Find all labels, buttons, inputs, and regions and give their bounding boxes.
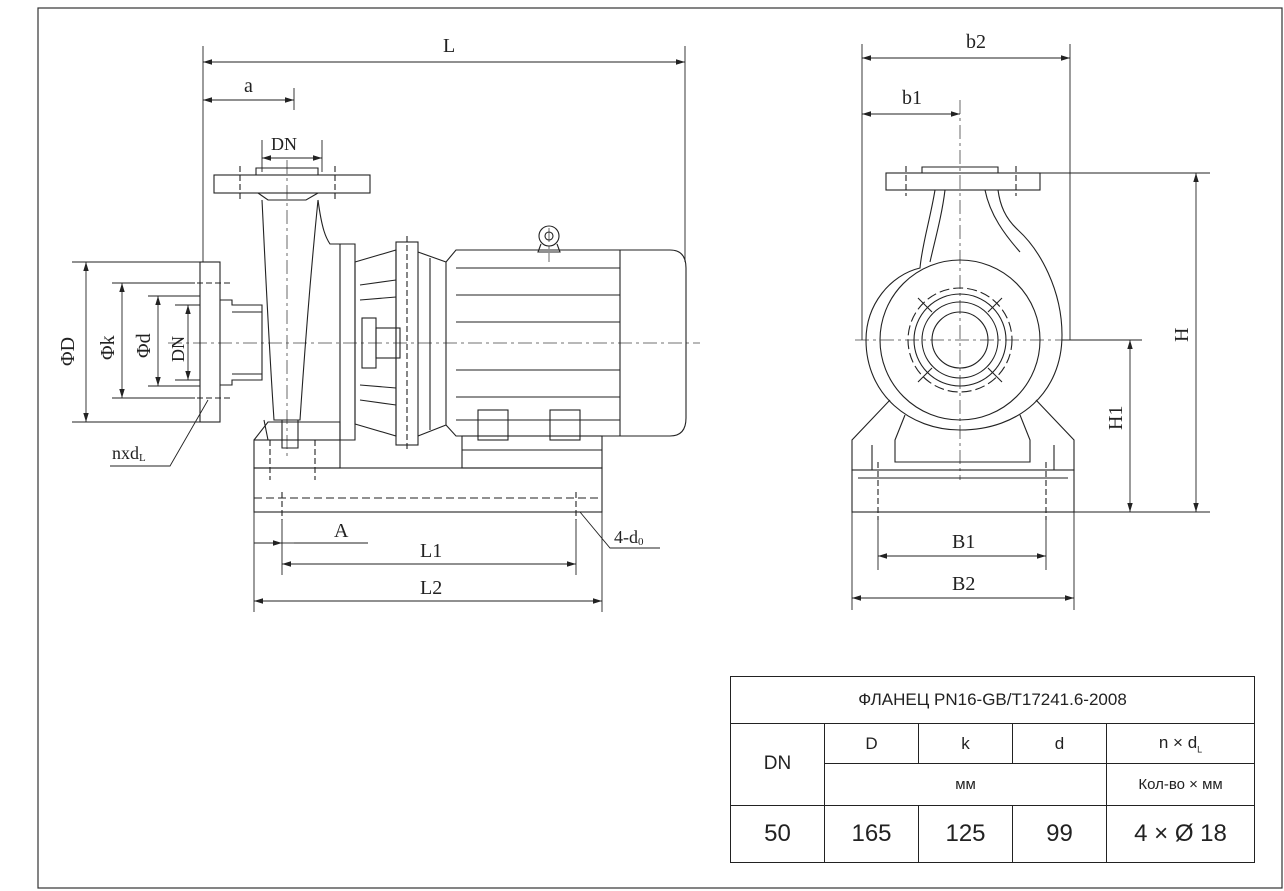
value-k: 125 <box>918 804 1013 864</box>
unit-count: Кол-во × мм <box>1105 763 1256 806</box>
motor-feet <box>461 409 603 469</box>
value-dn: 50 <box>730 804 825 864</box>
front-dimensions <box>851 44 1210 610</box>
dim-DN-top: DN <box>271 134 297 154</box>
pump-foot <box>253 421 341 480</box>
dim-b1: b1 <box>902 87 922 109</box>
dim-nxdL: nxdL <box>112 443 146 464</box>
dim-B1: B1 <box>952 531 975 553</box>
header-k: k <box>918 723 1013 765</box>
dim-phi-k: Φk <box>97 335 119 360</box>
front-stand <box>851 399 1075 520</box>
volute-casing <box>261 199 356 449</box>
side-dimensions <box>72 46 686 612</box>
value-d: 99 <box>1012 804 1107 864</box>
table-header-row: DN D k d n × dL <box>730 723 1256 806</box>
value-n: 4 × Ø 18 <box>1105 804 1256 864</box>
dim-H1: H1 <box>1105 406 1127 430</box>
header-dn: DN <box>730 723 825 806</box>
base-plate <box>253 467 603 520</box>
dim-B2: B2 <box>952 573 975 595</box>
front-volute <box>865 189 1063 431</box>
drawing-border <box>37 7 1283 889</box>
motor-flange <box>395 236 447 452</box>
table-row: 50 165 125 99 4 × Ø 18 <box>730 804 1256 864</box>
table-unit-row: мм Кол-во × мм <box>731 763 1256 806</box>
dim-phi-D: ΦD <box>57 337 79 366</box>
value-D: 165 <box>824 804 919 864</box>
dim-phi-d: Φd <box>133 333 155 358</box>
discharge-flange <box>213 166 371 201</box>
side-view <box>168 160 700 520</box>
front-discharge-flange <box>885 166 1041 196</box>
header-D: D <box>824 723 919 765</box>
dim-L: L <box>443 35 455 57</box>
bearing-bracket <box>354 249 401 437</box>
flange-spec-table: ФЛАНЕЦ PN16-GB/T17241.6-2008 DN D k d n … <box>729 675 1256 864</box>
dim-a: a <box>244 75 253 97</box>
side-centerlines <box>168 160 700 460</box>
table-title-row: ФЛАНЕЦ PN16-GB/T17241.6-2008 <box>729 675 1256 725</box>
dim-DN-side: DN <box>168 336 188 362</box>
front-view <box>851 100 1140 520</box>
dim-A: A <box>334 520 349 542</box>
motor-body <box>445 249 687 437</box>
dim-L1: L1 <box>420 540 442 562</box>
table-title: ФЛАНЕЦ PN16-GB/T17241.6-2008 <box>729 675 1256 725</box>
dim-4-d0: 4-d0 <box>614 527 644 548</box>
suction-flange <box>188 261 263 423</box>
dim-H: H <box>1171 328 1193 342</box>
lifting-eye <box>537 225 561 253</box>
dim-b2: b2 <box>966 31 986 53</box>
dim-L2: L2 <box>420 577 442 599</box>
unit-mm: мм <box>824 763 1107 806</box>
header-d: d <box>1012 723 1107 765</box>
header-n-dl: n × dL <box>1105 723 1256 765</box>
